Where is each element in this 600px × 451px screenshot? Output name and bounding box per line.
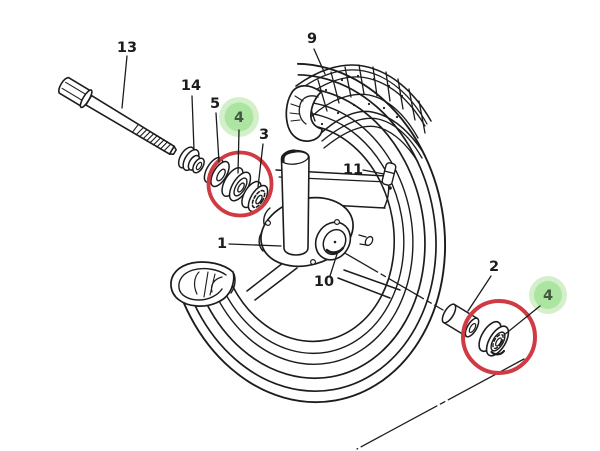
- axle-bolt: [58, 76, 177, 155]
- bearing-left: [221, 167, 252, 202]
- rim-section-piece: [170, 261, 236, 307]
- part-label-1: 1: [217, 236, 227, 252]
- part-label-4-left: 4: [234, 110, 244, 126]
- hub-bolt-holes: [265, 219, 341, 266]
- part-label-5: 5: [210, 96, 220, 112]
- part-label-9: 9: [307, 31, 317, 47]
- tread-blocks: [304, 64, 426, 134]
- hub-tube: [280, 149, 310, 256]
- axle-axis-line: [342, 251, 444, 311]
- spacer: [441, 303, 480, 338]
- part-label-3: 3: [259, 127, 269, 143]
- part-label-2: 2: [489, 259, 499, 275]
- bearing-right: [478, 320, 510, 357]
- part-label-14: 14: [181, 78, 201, 94]
- part-label-4-right: 4: [543, 288, 553, 304]
- rim-nub: [358, 234, 374, 247]
- collar: [177, 146, 205, 174]
- part-label-11: 11: [343, 162, 363, 178]
- axle-threads: [135, 126, 172, 152]
- tire-tread-band: [295, 64, 432, 163]
- red-circle-right: [461, 299, 537, 375]
- valve-stem: [381, 162, 397, 190]
- leader-lines: [121, 48, 541, 336]
- wheel-cutaway-wedge: [99, 23, 306, 331]
- part-label-13: 13: [117, 40, 137, 56]
- tire-section-head: [285, 85, 323, 142]
- green-badge-right: [529, 276, 567, 314]
- green-badge-left: [219, 97, 259, 137]
- red-circle-left: [206, 150, 274, 218]
- part-label-10: 10: [314, 274, 334, 290]
